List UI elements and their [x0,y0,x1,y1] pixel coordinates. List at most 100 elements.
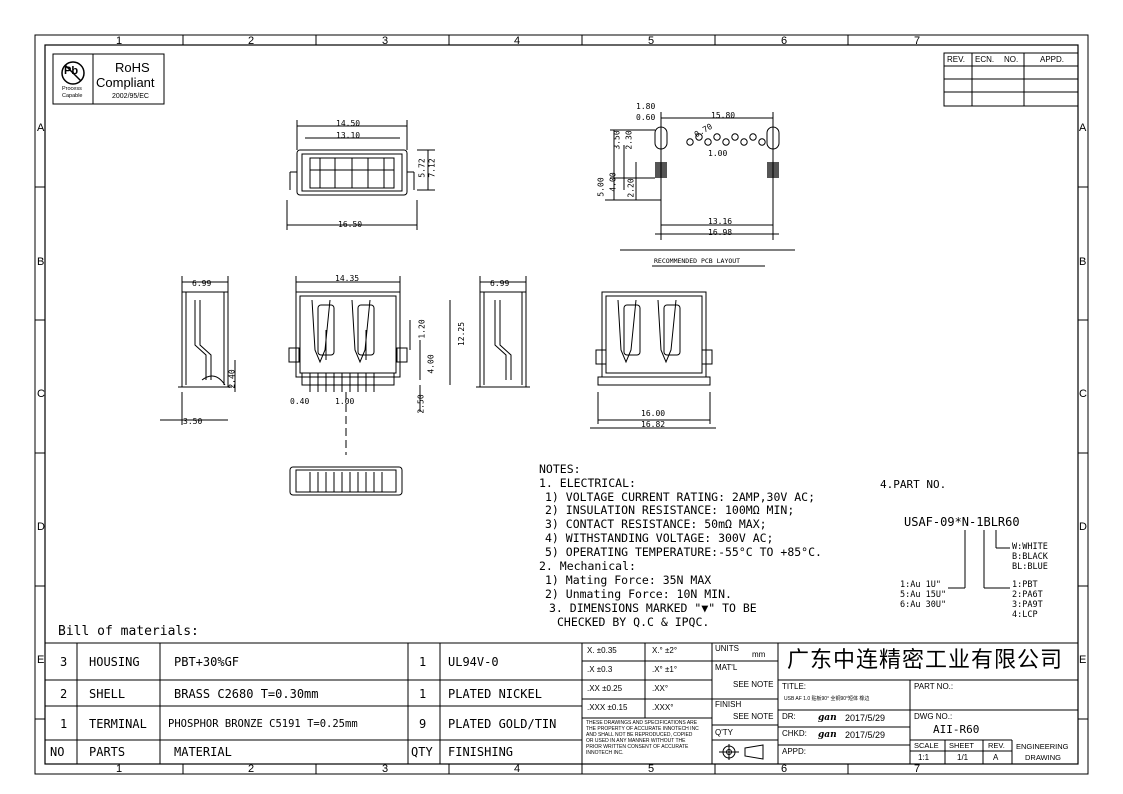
tol-r4-c2: .XXX° [652,703,674,712]
dim-pcb-0-60: 0.60 [636,113,656,122]
zone-col-3: 3 [382,35,389,47]
tol-r4-c1: .XXX ±0.15 [587,703,628,712]
bom-table-grid [45,642,1078,764]
rev-header-no: NO. [1004,55,1019,64]
bom-row-3-material: PBT+30%GF [174,655,240,669]
zone-col-1-bottom: 1 [116,763,123,775]
bom-row-2-qty: 1 [419,687,427,701]
dim-pcb-2-30: 2.30 [624,130,634,150]
dim-5-72: 5.72 [417,158,427,178]
bom-row-1-finish: PLATED GOLD/TIN [448,717,557,731]
note-line-8: 1) Mating Force: 35N MAX [545,573,712,587]
rohs-box [52,53,165,105]
tol-r3-c1: .XX ±0.25 [587,684,623,693]
zone-row-e: E [37,654,45,666]
right-side-view-drawing [476,276,530,388]
bom-header-parts: PARTS [89,745,126,759]
bom-row-2-part: SHELL [89,687,126,701]
dim-front-14-35: 14.35 [335,274,360,283]
note-line-11: CHECKED BY Q.C & IPQC. [557,615,710,629]
dim-front-12-25: 12.25 [457,321,467,347]
dim-pcb-1-00: 1.00 [708,149,728,158]
dim-pcb-13-16: 13.16 [708,217,733,226]
note-line-2: 1) VOLTAGE CURRENT RATING: 2AMP,30V AC; [545,490,816,504]
drawing-label: DRAWING [1025,753,1061,762]
dim-left-2-40: 2.40 [227,369,237,389]
finish-value: SEE NOTE [733,712,774,721]
note-line-9: 2) Unmating Force: 10N MIN. [545,587,732,601]
dim-front-2-50: 2.50 [416,394,426,414]
dim-14-50: 14.50 [336,119,361,128]
title-label: TITLE: [782,682,807,691]
top-view-drawing [286,120,435,230]
plating-option-1: 1:Au 1U" [900,580,941,590]
bom-title: Bill of materials: [58,624,199,639]
material-option-pbt: 1:PBT [1012,580,1038,590]
rohs-compliant: Compliant [96,75,155,90]
matl-label: MAT'L [715,663,738,672]
dim-pcb-2-20: 2.20 [626,178,636,198]
disclaimer-line-3: AND SHALL NOT BE REPRODUCED, COPIED [586,732,693,738]
units-value: mm [752,650,766,659]
company-name: 广东中连精密工业有限公司 [787,648,1064,673]
zone-row-b-right: B [1079,256,1087,268]
zone-row-a: A [37,122,45,134]
note-line-1: 1. ELECTRICAL: [539,476,636,490]
dim-pcb-16-98: 16.98 [708,228,733,237]
zone-col-2: 2 [248,35,255,47]
bom-header-material: MATERIAL [174,745,232,759]
zone-col-4: 4 [514,35,521,47]
dim-right-6-99: 6.99 [490,279,510,288]
note-line-6: 5) OPERATING TEMPERATURE:-55°C TO +85°C. [545,545,822,559]
dwg-no-value: AII-R60 [933,723,980,736]
zone-ticks [35,35,1088,774]
bom-row-2-finish: PLATED NICKEL [448,687,542,701]
part-no-header: 4.PART NO. [880,478,947,491]
finish-label: FINISH [715,700,742,709]
dim-16-50: 16.50 [338,220,363,229]
rohs-directive: 2002/95/EC [112,93,149,100]
revision-table [943,52,1079,107]
left-side-view-drawing [160,276,236,425]
zone-col-5: 5 [648,35,655,47]
note-line-3: 2) INSULATION RESISTANCE: 100MΩ MIN; [545,503,795,517]
pcb-layout-title: RECOMMENDED PCB LAYOUT [654,257,741,265]
dim-rear-16-00: 16.00 [641,409,666,418]
bom-row-3-finish: UL94V-0 [448,655,499,669]
dim-rear-16-82: 16.82 [641,420,666,429]
pb-caption-capable: Capable [62,93,83,99]
bom-row-2-no: 2 [60,687,68,701]
zone-col-7-bottom: 7 [914,763,921,775]
zone-col-4-bottom: 4 [514,763,521,775]
bottom-view-drawing [289,466,403,496]
rohs-title: RoHS [115,60,150,75]
matl-value: SEE NOTE [733,680,774,689]
chkd-label: CHKD: [782,729,807,738]
inner-border [44,44,1079,765]
notes-header: NOTES: [539,462,581,476]
bom-header-finishing: FINISHING [448,745,514,759]
zone-col-1: 1 [116,35,123,47]
plating-option-5: 5:Au 15U" [900,590,947,600]
bom-row-3-qty: 1 [419,655,427,669]
zone-col-7: 7 [914,35,921,47]
disclaimer-line-6: INNOTECH INC. [586,750,624,756]
rev-header-ecn: ECN. [975,55,995,64]
dim-left-6-99: 6.99 [192,279,212,288]
zone-col-5-bottom: 5 [648,763,655,775]
dim-front-1-20: 1.20 [417,319,427,339]
zone-row-b: B [37,256,45,268]
bom-row-2-material: BRASS C2680 T=0.30mm [174,687,319,701]
title-value: USB AF 1.0 贴板90° 全铜90°短体 橡边 [784,696,870,702]
dr-name: gan [818,713,837,723]
zone-col-6: 6 [781,35,788,47]
bom-row-3-no: 3 [60,655,68,669]
zone-row-d-right: D [1079,521,1087,533]
disclaimer-line-2: THE PROPERTY OF ACCURATE INNOTECH INC [586,726,699,732]
rev-header-rev: REV. [947,55,965,64]
dim-pcb-5-00: 5.00 [596,177,606,197]
projection-symbol-icon [719,744,764,760]
dim-front-4-00: 4.00 [426,354,436,374]
note-line-7: 2. Mechanical: [539,559,636,573]
zone-row-c-right: C [1079,388,1087,400]
